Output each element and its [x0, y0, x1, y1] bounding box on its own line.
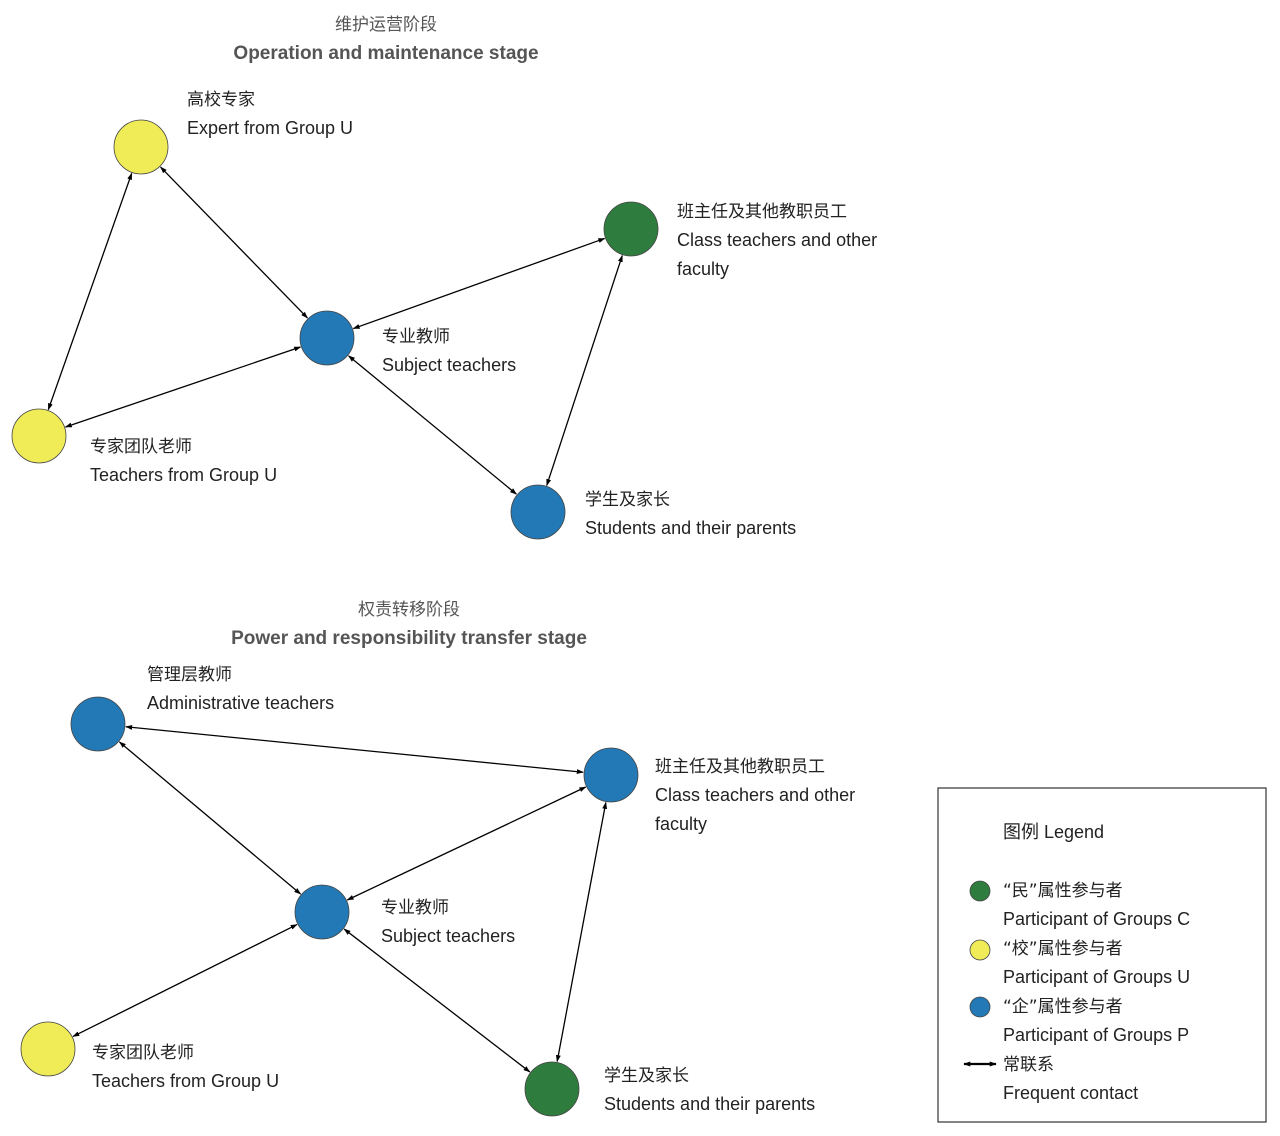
node-label-subject-line2: Subject teachers: [382, 355, 516, 375]
edge-class-teachers-students: [555, 801, 608, 1063]
edge-subject-students: [348, 355, 517, 495]
node-students: [524, 1061, 580, 1117]
edge-subject-students: [343, 928, 531, 1073]
stage1-nodes: 高校专家 Expert from Group U 班主任及其他教职员工 Class t…: [11, 90, 877, 540]
legend-title: 图例 Legend: [1003, 822, 1104, 842]
node-students: [510, 484, 566, 540]
stage1-title-en: Operation and maintenance stage: [233, 43, 538, 64]
edge-expert-team: [47, 172, 133, 411]
edge-admin-class-teachers: [125, 724, 584, 775]
node-label-team-line2: Teachers from Group U: [92, 1071, 279, 1091]
node-label-class-teachers-line2: Class teachers and other: [655, 785, 855, 805]
legend-label-group-p-zh: “企”属性参与者: [1003, 997, 1123, 1017]
legend-label-group-u-en: Participant of Groups U: [1003, 967, 1190, 987]
legend-label-edge-zh: 常联系: [1003, 1055, 1054, 1075]
node-label-class-teachers-line1: 班主任及其他教职员工: [677, 202, 847, 222]
legend-label-edge-en: Frequent contact: [1003, 1083, 1138, 1103]
node-label-expert-line1: 高校专家: [187, 90, 255, 110]
node-class-teachers: [603, 201, 659, 257]
node-label-students-line1: 学生及家长: [604, 1066, 689, 1086]
stage2-edges: [72, 724, 608, 1073]
node-label-class-teachers-line1: 班主任及其他教职员工: [655, 757, 825, 777]
node-label-team-line1: 专家团队老师: [92, 1043, 194, 1063]
edge-admin-subject: [118, 741, 302, 895]
node-subject: [294, 884, 350, 940]
node-subject: [299, 310, 355, 366]
node-label-class-teachers-line2: Class teachers and other: [677, 230, 877, 250]
legend-swatch-group-p: [969, 996, 991, 1018]
stage2-nodes: 管理层教师 Administrative teachers 班主任及其他教职员工 Cl…: [20, 665, 855, 1117]
legend-label-group-u-zh: “校”属性参与者: [1003, 939, 1123, 959]
node-label-team-line2: Teachers from Group U: [90, 465, 277, 485]
legend-label-group-p-en: Participant of Groups P: [1003, 1025, 1189, 1045]
node-label-subject-line2: Subject teachers: [381, 926, 515, 946]
edge-subject-class-teachers: [346, 786, 587, 901]
legend-swatch-group-c: [969, 880, 991, 902]
node-label-subject-line1: 专业教师: [382, 327, 450, 347]
edge-subject-class-teachers: [352, 237, 606, 330]
node-admin: [70, 696, 126, 752]
edge-class-teachers-students: [546, 254, 623, 487]
stage2-title-zh: 权责转移阶段: [358, 600, 460, 620]
edge-expert-subject: [160, 166, 308, 319]
stage1-edges: [47, 166, 623, 495]
stage2-title-en: Power and responsibility transfer stage: [231, 628, 587, 649]
node-label-team-line1: 专家团队老师: [90, 437, 192, 457]
legend: 图例 Legend “民”属性参与者 Participant of Groups…: [937, 787, 1267, 1123]
node-label-subject-line1: 专业教师: [381, 898, 449, 918]
edge-team-subject: [64, 346, 302, 428]
node-label-students-line2: Students and their parents: [604, 1094, 815, 1114]
legend-label-group-c-zh: “民”属性参与者: [1003, 881, 1123, 901]
node-label-students-line1: 学生及家长: [585, 490, 670, 510]
node-team: [11, 408, 67, 464]
stage1-title-zh: 维护运营阶段: [335, 15, 437, 35]
edge-subject-team: [72, 923, 298, 1038]
legend-swatch-group-u: [969, 939, 991, 961]
node-label-admin-line1: 管理层教师: [147, 665, 232, 685]
node-class-teachers: [583, 747, 639, 803]
node-label-class-teachers-line3: faculty: [677, 259, 729, 279]
node-label-expert-line2: Expert from Group U: [187, 118, 353, 138]
node-team: [20, 1021, 76, 1077]
node-label-students-line2: Students and their parents: [585, 518, 796, 538]
node-label-class-teachers-line3: faculty: [655, 814, 707, 834]
legend-label-group-c-en: Participant of Groups C: [1003, 909, 1190, 929]
node-label-admin-line2: Administrative teachers: [147, 693, 334, 713]
node-expert: [113, 119, 169, 175]
